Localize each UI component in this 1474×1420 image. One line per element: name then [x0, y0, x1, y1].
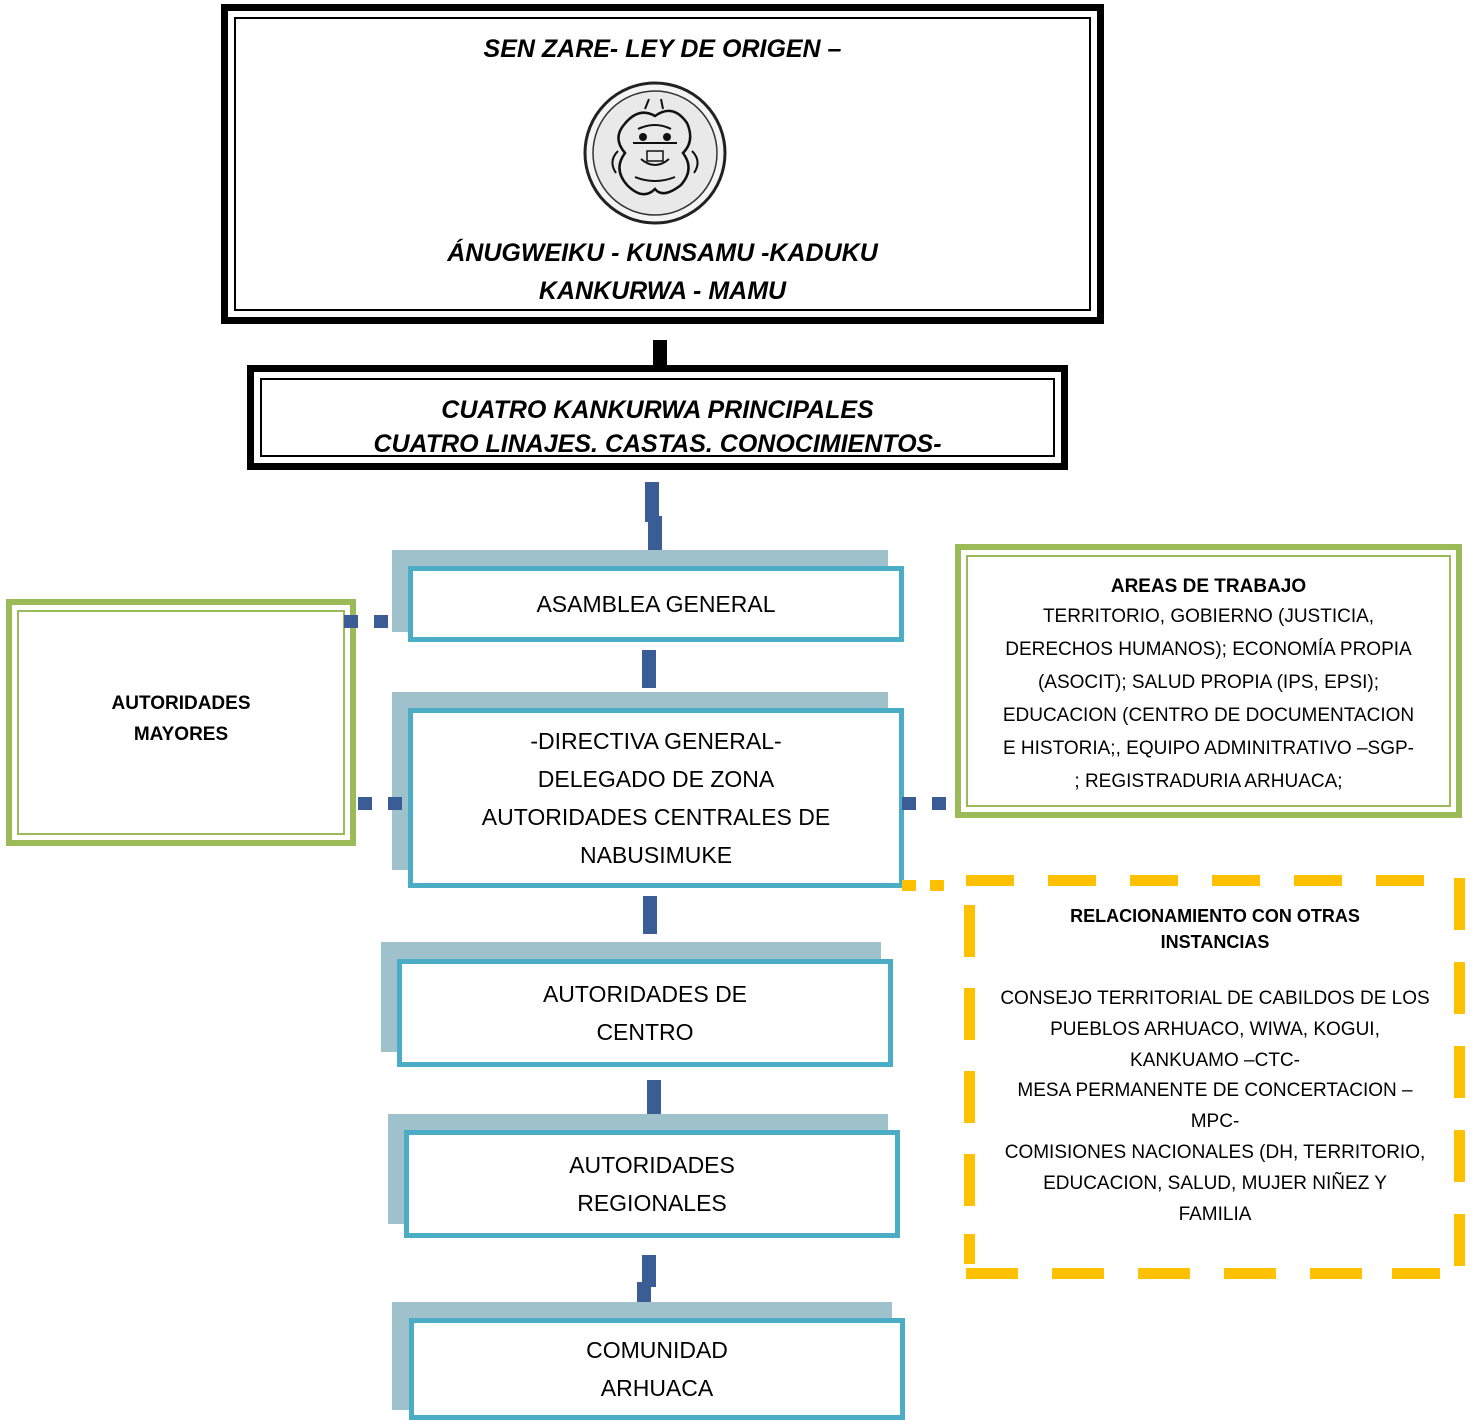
areas-line-4: EDUCACION (CENTRO DE DOCUMENTACION	[1002, 705, 1415, 726]
yellow-dash-bottom	[1138, 1268, 1190, 1279]
yellow-dash-left	[964, 1234, 975, 1264]
yellow-dash-bottom	[1392, 1268, 1440, 1279]
yellow-dash-bottom	[1224, 1268, 1276, 1279]
autoridades-mayores-box: AUTORIDADES MAYORES	[6, 599, 356, 846]
dot-left-3	[358, 797, 372, 810]
yellow-dot-1	[902, 880, 916, 891]
yellow-dash-left	[964, 988, 975, 1040]
areas-line-2: DERECHOS HUMANOS); ECONOMÍA PROPIA	[1005, 639, 1412, 660]
kankurwa-line-2: CUATRO LINAJES. CASTAS. CONOCIMIENTOS-	[373, 430, 942, 458]
kankurwa-box: CUATRO KANKURWA PRINCIPALES CUATRO LINAJ…	[247, 365, 1068, 470]
centro-line-1: AUTORIDADES DE	[542, 981, 748, 1007]
yellow-dash-right	[1454, 878, 1465, 930]
yellow-dash-left	[964, 1154, 975, 1206]
yellow-dash-right	[1454, 1046, 1465, 1098]
areas-line-6: ; REGISTRADURIA ARHUACA;	[1074, 771, 1343, 792]
connector-kankurwa-b	[648, 516, 662, 558]
yellow-dash-top	[1376, 875, 1424, 886]
yellow-dash-right	[1454, 962, 1465, 1014]
centro-line-2: CENTRO	[596, 1019, 694, 1045]
yellow-dash-bottom	[1052, 1268, 1104, 1279]
mayores-line-1: AUTORIDADES	[111, 693, 251, 714]
relacionamiento-box: RELACIONAMIENTO CON OTRAS INSTANCIAS CON…	[980, 890, 1450, 1270]
asamblea-label: ASAMBLEA GENERAL	[536, 591, 776, 617]
origin-law-title: SEN ZARE- LEY DE ORIGEN –	[483, 35, 842, 63]
arhuaco-seal-image	[583, 81, 727, 225]
relacion-line-3: KANKUAMO –CTC-	[1130, 1050, 1300, 1071]
relacion-line-4: MESA PERMANENTE DE CONCERTACION –	[1017, 1080, 1413, 1101]
yellow-dash-bottom	[966, 1268, 1018, 1279]
directiva-line-1: -DIRECTIVA GENERAL-	[530, 728, 782, 754]
relacion-line-7: EDUCACION, SALUD, MUJER NIÑEZ Y	[1043, 1173, 1387, 1194]
connector-asamblea	[642, 650, 656, 688]
yellow-dash-top	[1130, 875, 1178, 886]
autoridades-centro-box: AUTORIDADES DE CENTRO	[397, 959, 893, 1067]
kankurwa-line-1: CUATRO KANKURWA PRINCIPALES	[441, 396, 874, 424]
asamblea-general-box: ASAMBLEA GENERAL	[408, 566, 904, 642]
directiva-line-2: DELEGADO DE ZONA	[537, 766, 775, 792]
connector-directiva	[643, 896, 657, 934]
mayores-line-2: MAYORES	[133, 724, 229, 745]
regionales-line-2: REGIONALES	[577, 1190, 727, 1216]
yellow-dash-top	[1212, 875, 1260, 886]
areas-line-5: E HISTORIA;, EQUIPO ADMINITRATIVO –SGP-	[1002, 738, 1415, 759]
connector-regionales-b	[637, 1282, 651, 1304]
areas-title: AREAS DE TRABAJO	[1110, 576, 1307, 597]
relacion-title-1: RELACIONAMIENTO CON OTRAS	[1070, 906, 1360, 926]
areas-line-3: (ASOCIT); SALUD PROPIA (IPS, EPSI);	[1037, 672, 1380, 693]
connector-top	[653, 340, 667, 367]
dot-left-1	[344, 615, 358, 628]
relacion-line-6: COMISIONES NACIONALES (DH, TERRITORIO,	[1004, 1142, 1426, 1163]
dot-right-2	[932, 797, 946, 810]
relacion-line-2: PUEBLOS ARHUACO, WIWA, KOGUI,	[1050, 1019, 1380, 1040]
relacion-line-5: MPC-	[1190, 1111, 1240, 1132]
yellow-dot-2	[930, 880, 944, 891]
areas-trabajo-box: AREAS DE TRABAJO TERRITORIO, GOBIERNO (J…	[955, 544, 1462, 818]
origin-law-line-1: ÁNUGWEIKU - KUNSAMU -KADUKU	[447, 239, 878, 267]
relacion-line-8: FAMILIA	[1178, 1204, 1252, 1225]
yellow-dash-top	[1294, 875, 1342, 886]
yellow-dash-right	[1454, 1214, 1465, 1266]
comunidad-line-1: COMUNIDAD	[586, 1337, 728, 1363]
yellow-dash-right	[1454, 1130, 1465, 1182]
autoridades-regionales-box: AUTORIDADES REGIONALES	[404, 1130, 900, 1238]
comunidad-arhuaca-box: COMUNIDAD ARHUACA	[409, 1318, 905, 1420]
dot-right-1	[902, 797, 916, 810]
yellow-dash-left	[964, 1071, 975, 1123]
yellow-dash-bottom	[1310, 1268, 1362, 1279]
regionales-line-1: AUTORIDADES	[569, 1152, 735, 1178]
directiva-general-box: -DIRECTIVA GENERAL- DELEGADO DE ZONA AUT…	[408, 708, 904, 888]
relacion-line-1: CONSEJO TERRITORIAL DE CABILDOS DE LOS	[1000, 988, 1430, 1009]
areas-line-1: TERRITORIO, GOBIERNO (JUSTICIA,	[1042, 606, 1375, 627]
origin-law-line-2: KANKURWA - MAMU	[538, 277, 787, 305]
dot-left-2	[374, 615, 388, 628]
comunidad-line-2: ARHUACA	[600, 1375, 714, 1401]
yellow-dash-top	[966, 875, 1014, 886]
connector-regionales-a	[642, 1255, 656, 1287]
yellow-dash-left	[964, 905, 975, 957]
yellow-dash-top	[1048, 875, 1096, 886]
dot-left-4	[388, 797, 402, 810]
origin-law-box: SEN ZARE- LEY DE ORIGEN – ÁNUGWEIKU - KU…	[221, 4, 1104, 324]
connector-kankurwa-a	[645, 482, 659, 522]
connector-centro	[647, 1080, 661, 1118]
relacion-title-2: INSTANCIAS	[1160, 932, 1270, 952]
directiva-line-3: AUTORIDADES CENTRALES DE	[481, 804, 831, 830]
directiva-line-4: NABUSIMUKE	[579, 842, 733, 868]
